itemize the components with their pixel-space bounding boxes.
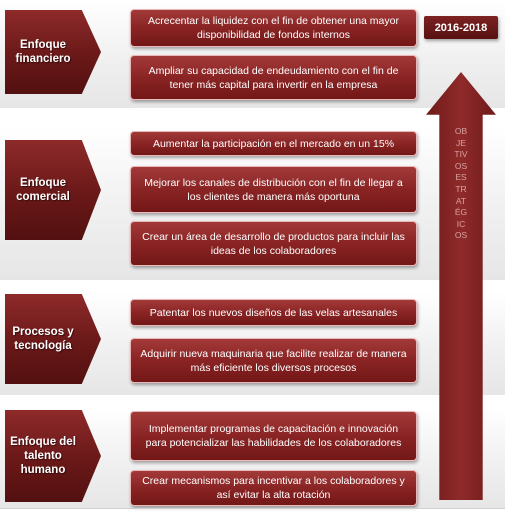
section-label-text: Enfoque comercial	[16, 177, 70, 203]
objective-box: Adquirir nueva maquinaria que facilite r…	[130, 338, 417, 383]
section-label-text: Enfoque financiero	[15, 39, 71, 65]
section-label-comercial: Enfoque comercial	[5, 140, 101, 240]
objective-box: Mejorar los canales de distribución con …	[130, 166, 417, 213]
objective-box: Acrecentar la liquidez con el fin de obt…	[130, 9, 417, 47]
bottom-divider	[0, 508, 505, 509]
objective-box: Crear un área de desarrollo de productos…	[130, 221, 417, 266]
section-label-talento: Enfoque del talento humano	[5, 410, 101, 502]
objective-box: Implementar programas de capacitación e …	[130, 411, 417, 461]
objective-box: Crear mecanismos para incentivar a los c…	[130, 470, 417, 506]
objective-box: Aumentar la participación en el mercado …	[130, 131, 417, 156]
objective-box: Ampliar su capacidad de endeudamiento co…	[130, 55, 417, 100]
section-label-procesos: Procesos y tecnología	[5, 294, 101, 384]
section-label-text: Procesos y tecnología	[12, 326, 74, 352]
objective-box: Patentar los nuevos diseños de las velas…	[130, 299, 417, 326]
period-label: 2016-2018	[424, 16, 498, 39]
section-label-text: Enfoque del talento humano	[10, 436, 76, 476]
arrow-label: OBJETIVOS ESTRATÉGICOS	[454, 126, 468, 241]
section-label-financiero: Enfoque financiero	[5, 10, 101, 94]
